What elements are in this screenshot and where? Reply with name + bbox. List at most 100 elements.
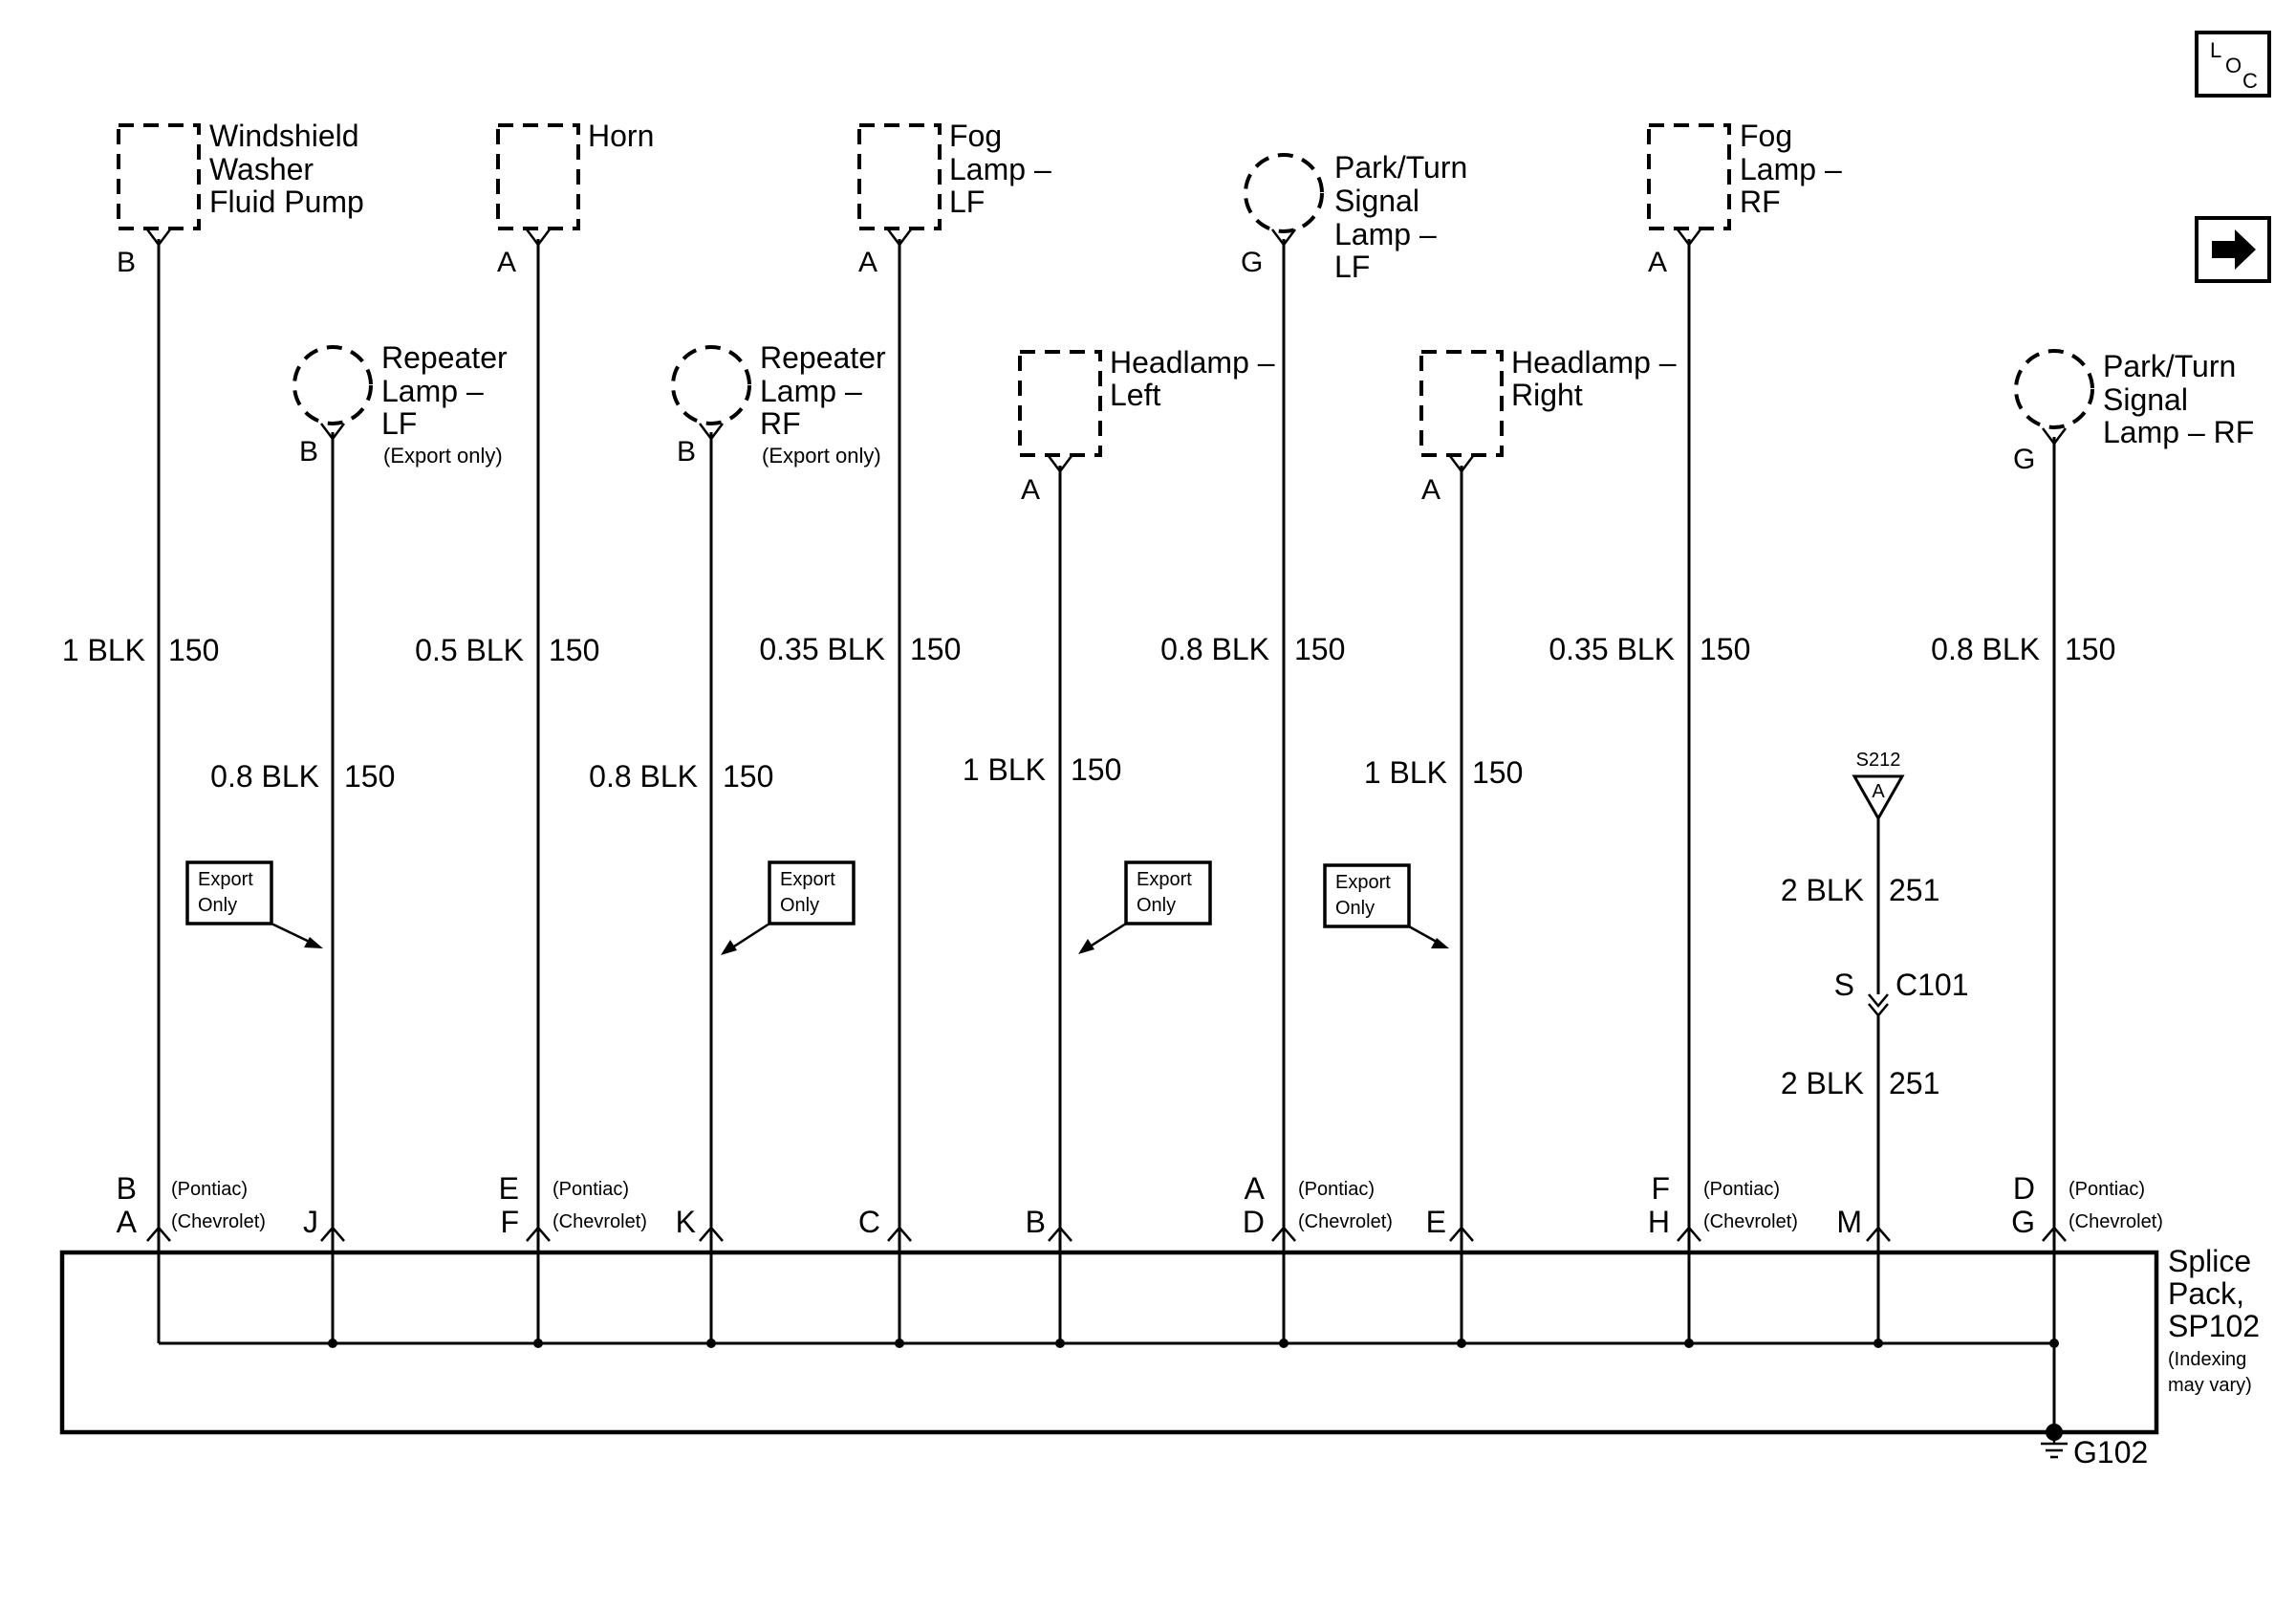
connector-terminal: [146, 229, 2067, 474]
next-page-button[interactable]: [2195, 216, 2271, 283]
svg-text:S: S: [1834, 968, 1854, 1002]
svg-text:Export: Export: [1137, 869, 1192, 890]
splice-pin-chevrolet: H: [1648, 1205, 1670, 1239]
pin-label: G: [1241, 247, 1263, 278]
export-only-callout: Export Only: [721, 860, 856, 955]
ground-label: G102: [2073, 1435, 2148, 1469]
pin-label: A: [497, 247, 516, 278]
splice-pin-pontiac: D: [2013, 1171, 2035, 1206]
svg-text:C: C: [2242, 69, 2258, 93]
pontiac-label: (Pontiac): [2069, 1179, 2145, 1200]
splice-pin-pontiac: A: [1245, 1171, 1266, 1206]
repeater-lamp-lf-label: Repeater Lamp – LF (Export only): [381, 340, 511, 468]
svg-text:Export: Export: [198, 869, 253, 890]
chevrolet-label: (Chevrolet): [1298, 1211, 1393, 1232]
splice-pin-chevrolet: E: [1426, 1205, 1446, 1239]
wire-circuit-label: 150: [1071, 752, 1121, 787]
splice-pin-chevrolet: G: [2011, 1205, 2035, 1239]
headlamp-right-label: Headlamp – Right: [1511, 345, 1684, 412]
svg-text:Export: Export: [1335, 872, 1391, 893]
wire-gauge-label: 0.5 BLK: [415, 633, 524, 667]
splice-s212: S212 A: [1852, 750, 1905, 822]
repeater-lamp-lf-symbol: [292, 345, 373, 425]
ground-g102: G102: [2041, 1424, 2148, 1469]
wire-gauge-label: 0.8 BLK: [210, 759, 319, 794]
wire-gauge-label: 0.35 BLK: [1549, 632, 1675, 666]
wire-gauge-label: 1 BLK: [963, 752, 1046, 787]
splice-pin-chevrolet: K: [676, 1205, 696, 1239]
wire-circuit-label: 150: [1294, 632, 1345, 666]
splice-pin-chevrolet: J: [303, 1205, 318, 1239]
repeater-lamp-rf-label: Repeater Lamp – RF (Export only): [760, 340, 890, 468]
splice-pin-chevrolet: F: [500, 1205, 519, 1239]
wire-gauge-label: 2 BLK: [1781, 873, 1864, 907]
horn-symbol: [496, 123, 580, 230]
svg-text:Export: Export: [780, 869, 835, 890]
wire-circuit-label: 150: [723, 759, 773, 794]
wire-gauge-label: 0.8 BLK: [589, 759, 698, 794]
splice-pin-chevrolet: C: [858, 1205, 880, 1239]
pin-label: B: [117, 247, 136, 278]
pin-label: A: [1421, 474, 1440, 506]
wire-circuit-label: 251: [1889, 1066, 1939, 1100]
horn-label: Horn: [588, 119, 654, 153]
wire-gauge-label: 0.8 BLK: [1931, 632, 2040, 666]
splice-pin-pontiac: F: [1651, 1171, 1670, 1206]
arrow-right-icon: [2212, 229, 2256, 270]
export-only-callout: Export Only: [185, 860, 323, 948]
wire-gauge-label: 1 BLK: [62, 633, 145, 667]
splice-junction-dot: [328, 1339, 2059, 1348]
svg-text:Only: Only: [198, 895, 237, 916]
svg-text:A: A: [1872, 781, 1885, 802]
splice-pin-chevrolet: B: [1026, 1205, 1046, 1239]
splice-pin-chevrolet: D: [1243, 1205, 1265, 1239]
svg-text:Only: Only: [1137, 895, 1176, 916]
splice-pack-sp102: [59, 1243, 2159, 1435]
connector-c101: S C101: [1834, 968, 1969, 1017]
splice-terminal: [146, 1226, 2067, 1242]
pontiac-label: (Pontiac): [1298, 1179, 1375, 1200]
pin-label: A: [1021, 474, 1040, 506]
park-turn-lamp-lf-label: Park/Turn Signal Lamp – LF: [1334, 150, 1476, 284]
fog-lamp-lf-label: Fog Lamp – LF: [949, 119, 1060, 219]
wire-circuit-label: 150: [549, 633, 599, 667]
pontiac-label: (Pontiac): [552, 1179, 629, 1200]
splice-pin-pontiac: B: [117, 1171, 137, 1206]
chevrolet-label: (Chevrolet): [1703, 1211, 1798, 1232]
wire-circuit-label: 150: [1700, 632, 1750, 666]
svg-text:C101: C101: [1895, 968, 1969, 1002]
chevrolet-label: (Chevrolet): [171, 1211, 266, 1232]
wire-circuit-label: 150: [910, 632, 961, 666]
pontiac-label: (Pontiac): [171, 1179, 248, 1200]
headlamp-right-symbol: [1419, 350, 1504, 457]
wire-circuit-label: 251: [1889, 873, 1939, 907]
svg-text:Only: Only: [780, 895, 819, 916]
pin-label: B: [299, 436, 318, 468]
splice-pin-pontiac: E: [499, 1171, 519, 1206]
park-turn-lamp-rf-symbol: [2014, 349, 2094, 429]
splice-pack-label: Splice Pack, SP102 (Indexing may vary): [2168, 1244, 2264, 1396]
windshield-washer-pump-symbol: [117, 123, 201, 230]
location-button[interactable]: L O C: [2195, 31, 2271, 98]
export-only-callout: Export Only: [1078, 860, 1212, 954]
pin-label: B: [677, 436, 696, 468]
wire-gauge-label: 1 BLK: [1364, 755, 1447, 790]
windshield-washer-label: Windshield Washer Fluid Pump: [209, 119, 367, 219]
pin-label: G: [2013, 444, 2035, 475]
svg-text:S212: S212: [1856, 750, 1901, 771]
pontiac-label: (Pontiac): [1703, 1179, 1780, 1200]
pin-label: A: [858, 247, 877, 278]
chevrolet-label: (Chevrolet): [552, 1211, 647, 1232]
headlamp-left-label: Headlamp – Left: [1110, 345, 1283, 412]
park-turn-lamp-lf-symbol: [1244, 153, 1324, 233]
wire-gauge-label: 0.35 BLK: [759, 632, 885, 666]
splice-pin-chevrolet: A: [117, 1205, 138, 1239]
headlamp-left-symbol: [1018, 350, 1102, 457]
splice-pin-chevrolet: M: [1836, 1205, 1862, 1239]
chevrolet-label: (Chevrolet): [2069, 1211, 2163, 1232]
wire-circuit-label: 150: [1472, 755, 1523, 790]
wire-circuit-label: 150: [344, 759, 395, 794]
wire-gauge-label: 2 BLK: [1781, 1066, 1864, 1100]
repeater-lamp-rf-symbol: [671, 345, 751, 425]
